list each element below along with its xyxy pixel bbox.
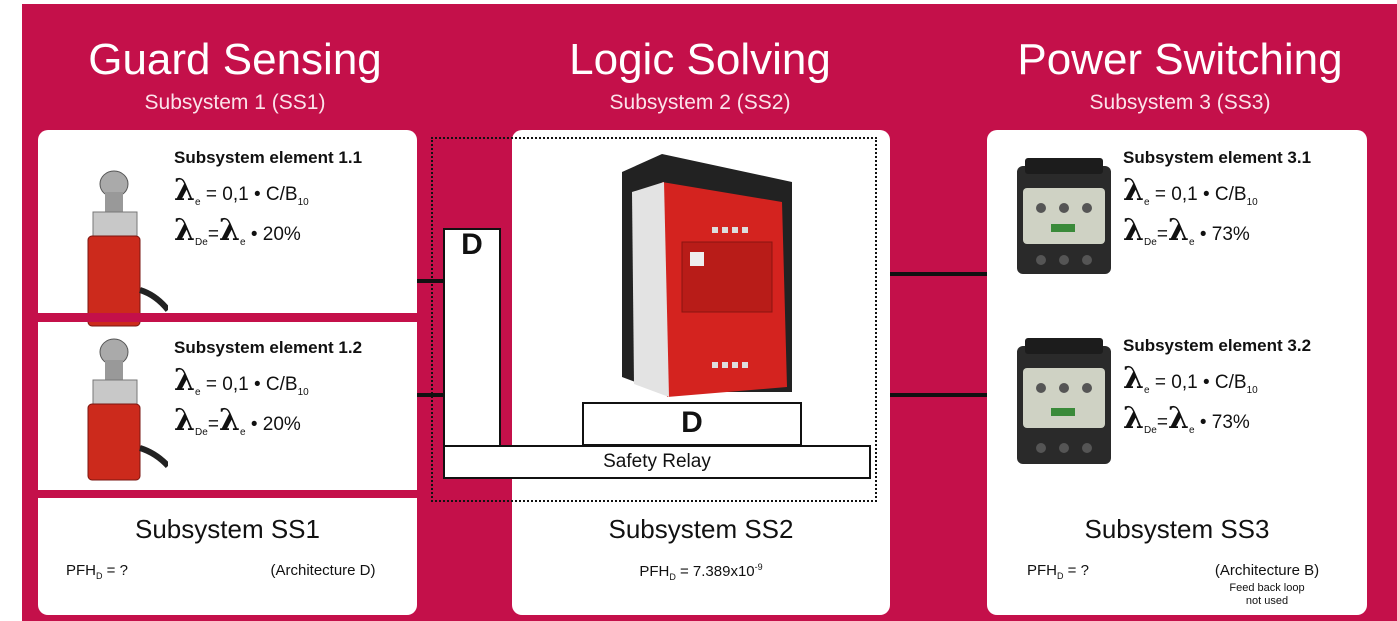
element-1-1-title: Subsystem element 1.1	[174, 148, 363, 167]
element-3-1-title: Subsystem element 3.1	[1123, 148, 1312, 167]
ss3-panel: Subsystem element 3.1 λe = 0,1 • C/B10 λ…	[987, 130, 1367, 615]
column-subtitle-ss2: Subsystem 2 (SS2)	[609, 91, 791, 114]
connector-line-ss3-2	[890, 393, 990, 397]
element-1-2-lambda-e: λe = 0,1 • C/B10	[174, 363, 309, 398]
element-3-2-title: Subsystem element 3.2	[1123, 336, 1312, 355]
element-1-2-lambda-de: λDe=λe • 20%	[174, 403, 301, 438]
ss3-name: Subsystem SS3	[1084, 514, 1270, 544]
ss2-name: Subsystem SS2	[608, 514, 794, 544]
ss2-panel: D Subsystem SS2 PFHD = 7.389x10-9	[512, 130, 890, 615]
element-1-2-title: Subsystem element 1.2	[174, 338, 363, 357]
diagnostic-label: D	[461, 228, 483, 261]
column-subtitle-ss3: Subsystem 3 (SS3)	[1089, 91, 1271, 114]
safety-relay-icon	[622, 154, 792, 397]
panel-divider	[38, 490, 417, 498]
panel-divider	[38, 313, 417, 322]
ss1-architecture: (Architecture D)	[270, 562, 376, 579]
ss3-pfh: PFHD = ?	[1027, 562, 1089, 581]
element-3-2-lambda-de: λDe=λe • 73%	[1123, 401, 1250, 436]
element-1-1-lambda-de: λDe=λe • 20%	[174, 213, 301, 248]
connector-line-ss1-1	[415, 279, 445, 283]
safety-relay-label: Safety Relay	[603, 451, 711, 472]
connector-line-ss1-2	[415, 393, 445, 397]
ss2-pfh: PFHD = 7.389x10-9	[639, 562, 763, 582]
element-3-2-lambda-e: λe = 0,1 • C/B10	[1123, 361, 1258, 396]
diagnostic-boundary	[431, 137, 877, 502]
contactor-icon	[1017, 158, 1111, 274]
contactor-icon	[1017, 338, 1111, 464]
safety-relay-bar: Safety Relay	[443, 445, 871, 479]
column-title-ss1: Guard Sensing	[88, 35, 382, 84]
limit-switch-icon	[87, 338, 168, 481]
ss3-architecture: (Architecture B)	[1214, 562, 1320, 579]
diagnostic-block-ss2: D	[582, 402, 802, 446]
ss3-note-line-1: Feed back loop	[1229, 582, 1305, 594]
ss1-pfh: PFHD = ?	[66, 562, 128, 581]
connector-line-ss3-1	[890, 272, 990, 276]
diagnostic-label: D	[681, 406, 703, 439]
element-3-1-lambda-e: λe = 0,1 • C/B10	[1123, 173, 1258, 208]
ss1-panel: Subsystem element 1.1 λe = 0,1 • C/B10 λ…	[38, 130, 417, 615]
ss3-note-line-2: not used	[1245, 595, 1289, 607]
element-1-1-lambda-e: λe = 0,1 • C/B10	[174, 173, 309, 208]
diagnostic-block-ss1: D	[443, 228, 501, 453]
ss1-name: Subsystem SS1	[135, 514, 320, 544]
column-title-ss3: Power Switching	[1017, 35, 1343, 84]
column-subtitle-ss1: Subsystem 1 (SS1)	[144, 91, 326, 114]
element-3-1-lambda-de: λDe=λe • 73%	[1123, 213, 1250, 248]
limit-switch-icon	[87, 170, 168, 327]
column-title-ss2: Logic Solving	[569, 35, 831, 84]
